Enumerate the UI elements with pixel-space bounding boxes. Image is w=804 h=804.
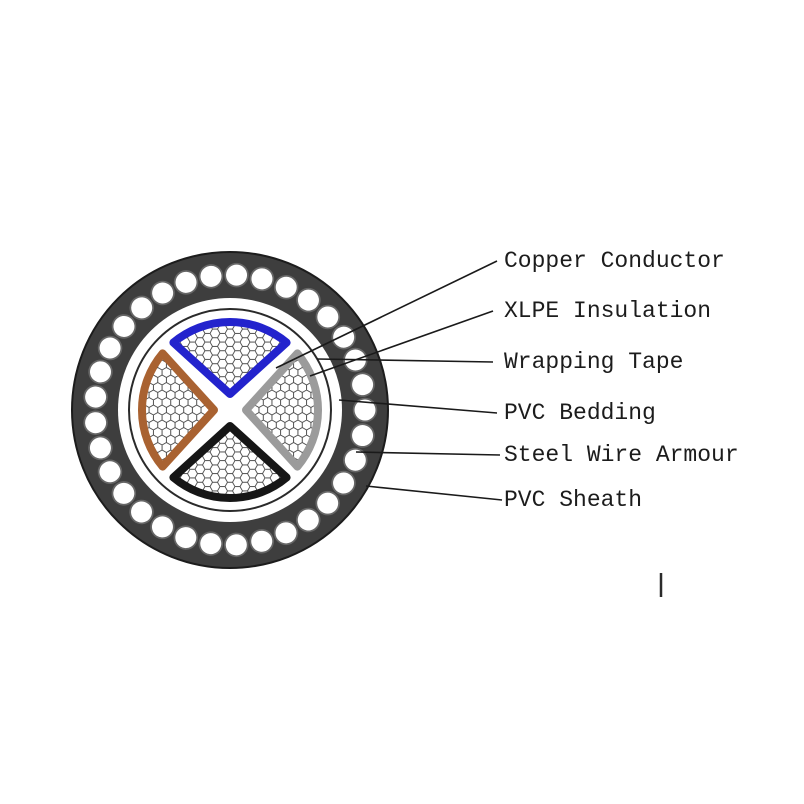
leader-line-xlpe-insulation <box>309 310 494 377</box>
leader-line-wrapping-tape <box>316 358 494 363</box>
steel-wire-armour-beads <box>84 264 376 556</box>
label-wrapping-tape: Wrapping Tape <box>504 349 684 375</box>
label-pvc-bedding: PVC Bedding <box>504 400 656 426</box>
conductor-left-brown <box>137 349 218 471</box>
label-xlpe-insulation: XLPE Insulation <box>504 298 712 324</box>
leader-line-pvc-bedding <box>338 399 498 414</box>
conductor-bottom-black <box>169 422 291 503</box>
leader-line-copper-conductor <box>275 260 498 369</box>
conductor-right-gray <box>242 349 323 471</box>
label-steel-wire-armour: Steel Wire Armour <box>504 442 739 468</box>
cable-cross-section <box>71 251 389 569</box>
label-copper-conductor: Copper Conductor <box>504 248 725 274</box>
leader-line-steel-wire-armour <box>355 451 501 456</box>
wrapping-tape-circle <box>128 308 332 512</box>
leader-lines <box>275 260 503 501</box>
leader-line-pvc-sheath <box>365 485 503 501</box>
label-pvc-sheath: PVC Sheath <box>504 487 643 513</box>
conductor-top-blue <box>169 317 291 398</box>
